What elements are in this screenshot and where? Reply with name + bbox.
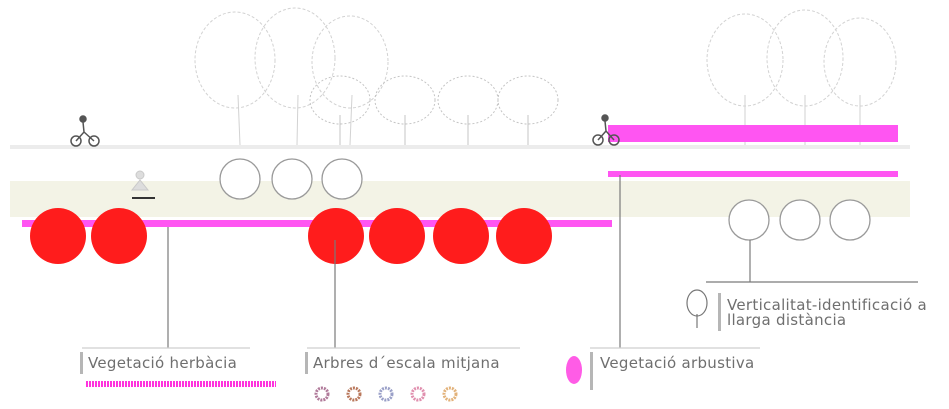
tree-swatch bbox=[410, 386, 426, 402]
tree-swatch bbox=[346, 386, 362, 402]
tree-swatches bbox=[314, 386, 458, 402]
tall-trees-left bbox=[194, 7, 389, 146]
tree-swatch bbox=[314, 386, 330, 402]
medium-trees-grey bbox=[309, 75, 559, 145]
arbustiva-legend-bar bbox=[590, 352, 593, 390]
verticalitat-legend-bar bbox=[718, 293, 721, 331]
tall-tree-legend-icon bbox=[686, 289, 708, 328]
shrub-legend-icon bbox=[566, 356, 582, 384]
tree-swatch bbox=[442, 386, 458, 402]
herbacia-legend-bar bbox=[80, 352, 83, 374]
arbres-label: Arbres d´escala mitjana bbox=[313, 354, 500, 372]
tall-trees-right bbox=[706, 9, 897, 145]
herbacia-label: Vegetació herbàcia bbox=[88, 354, 238, 372]
red-shrubs bbox=[30, 208, 552, 264]
verticalitat-label-line1: Verticalitat-identificació a bbox=[727, 296, 927, 314]
arbustiva-label: Vegetació arbustiva bbox=[600, 354, 755, 372]
pedestrian-ghost-icon bbox=[130, 170, 155, 199]
leader-lines bbox=[82, 175, 918, 349]
shrub-bar-mid-right bbox=[608, 171, 898, 177]
upper-path bbox=[10, 145, 910, 149]
arbres-legend-bar bbox=[305, 352, 308, 374]
cyclist-right-icon bbox=[592, 114, 620, 146]
shrub-bar-upper-right bbox=[608, 125, 898, 142]
tree-swatch bbox=[378, 386, 394, 402]
outline-trees-right bbox=[728, 199, 871, 241]
outline-trees-mid bbox=[219, 158, 363, 200]
verticalitat-label-line2: llarga distància bbox=[727, 311, 847, 329]
cyclist-left-icon bbox=[70, 115, 100, 147]
